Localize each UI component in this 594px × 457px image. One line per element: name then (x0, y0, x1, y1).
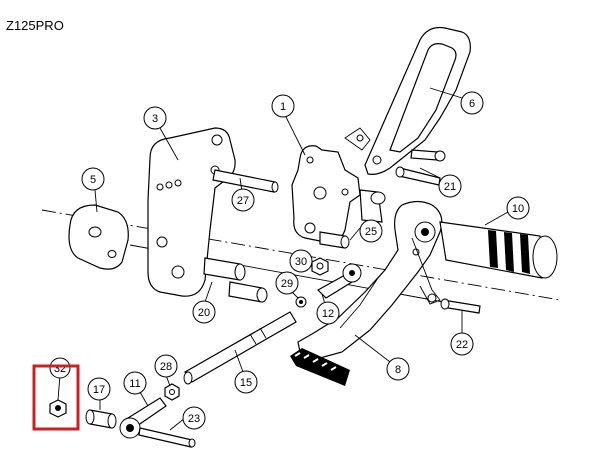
part-5-plate[interactable] (68, 204, 129, 270)
part-30-nut[interactable] (311, 257, 329, 276)
callout-3: 3 (143, 106, 167, 130)
callout-15: 15 (234, 370, 258, 394)
callout-10-label: 10 (512, 203, 524, 215)
callout-15-label: 15 (240, 377, 252, 389)
callout-28-label: 28 (160, 361, 172, 373)
part-11-rod-end[interactable] (119, 397, 167, 439)
callout-27: 27 (231, 188, 255, 212)
part-12-rod-end[interactable] (317, 263, 362, 299)
callout-25-label: 25 (365, 226, 377, 238)
callout-22-label: 22 (456, 339, 468, 351)
callout-6-label: 6 (469, 98, 475, 110)
callout-25: 25 (359, 219, 383, 243)
callout-21-label: 21 (444, 181, 456, 193)
callout-11-label: 11 (129, 378, 140, 390)
callout-11: 11 (123, 371, 147, 395)
part-32-nut[interactable] (49, 399, 67, 418)
callout-1-label: 1 (280, 101, 286, 113)
callout-1: 1 (271, 94, 295, 118)
callout-12-label: 12 (322, 308, 334, 320)
callout-5: 5 (81, 167, 105, 191)
callout-20-label: 20 (198, 307, 210, 319)
part-21-bolt[interactable] (395, 166, 441, 186)
callout-23-label: 23 (188, 413, 200, 425)
callout-5-label: 5 (90, 174, 96, 186)
part-3-bracket-plate[interactable] (147, 127, 236, 297)
part-29-washer[interactable] (295, 296, 307, 308)
callout-30: 30 (289, 249, 313, 273)
callout-17: 17 (87, 377, 111, 401)
callout-12: 12 (316, 301, 340, 325)
callout-29-label: 29 (281, 278, 293, 290)
part-28-nut[interactable] (164, 383, 180, 401)
part-10-footpeg[interactable] (439, 221, 558, 279)
callout-8-label: 8 (395, 364, 401, 376)
callout-23: 23 (182, 406, 206, 430)
callout-3-label: 3 (152, 113, 158, 125)
callout-30-label: 30 (295, 256, 307, 268)
callout-27-label: 27 (237, 195, 249, 207)
part-8-gear-lever[interactable] (297, 200, 443, 359)
part-25-spacer[interactable] (319, 189, 386, 249)
callout-22: 22 (450, 332, 474, 356)
part-20-spacers[interactable] (203, 257, 268, 303)
part-23-bolt[interactable] (138, 427, 196, 448)
callout-28: 28 (154, 354, 178, 378)
callout-10: 10 (506, 196, 530, 220)
part-22-bolt[interactable] (440, 298, 481, 314)
part-27-shaft[interactable] (212, 169, 279, 193)
callout-8: 8 (386, 357, 410, 381)
callout-17-label: 17 (93, 384, 105, 396)
highlight-box (32, 364, 80, 431)
callout-29: 29 (275, 271, 299, 295)
part-1-main-bracket[interactable] (291, 127, 371, 243)
part-17-spacer[interactable] (85, 409, 117, 429)
diagram-title: Z125PRO (6, 18, 64, 33)
part-15-linkage-rod[interactable] (183, 311, 297, 385)
callout-32: 32 (49, 357, 71, 379)
callout-20: 20 (192, 300, 216, 324)
callout-6: 6 (460, 91, 484, 115)
part-8-peg-rubber[interactable] (290, 348, 350, 386)
callout-21: 21 (438, 174, 462, 198)
part-6-heel-guard[interactable] (364, 26, 471, 175)
